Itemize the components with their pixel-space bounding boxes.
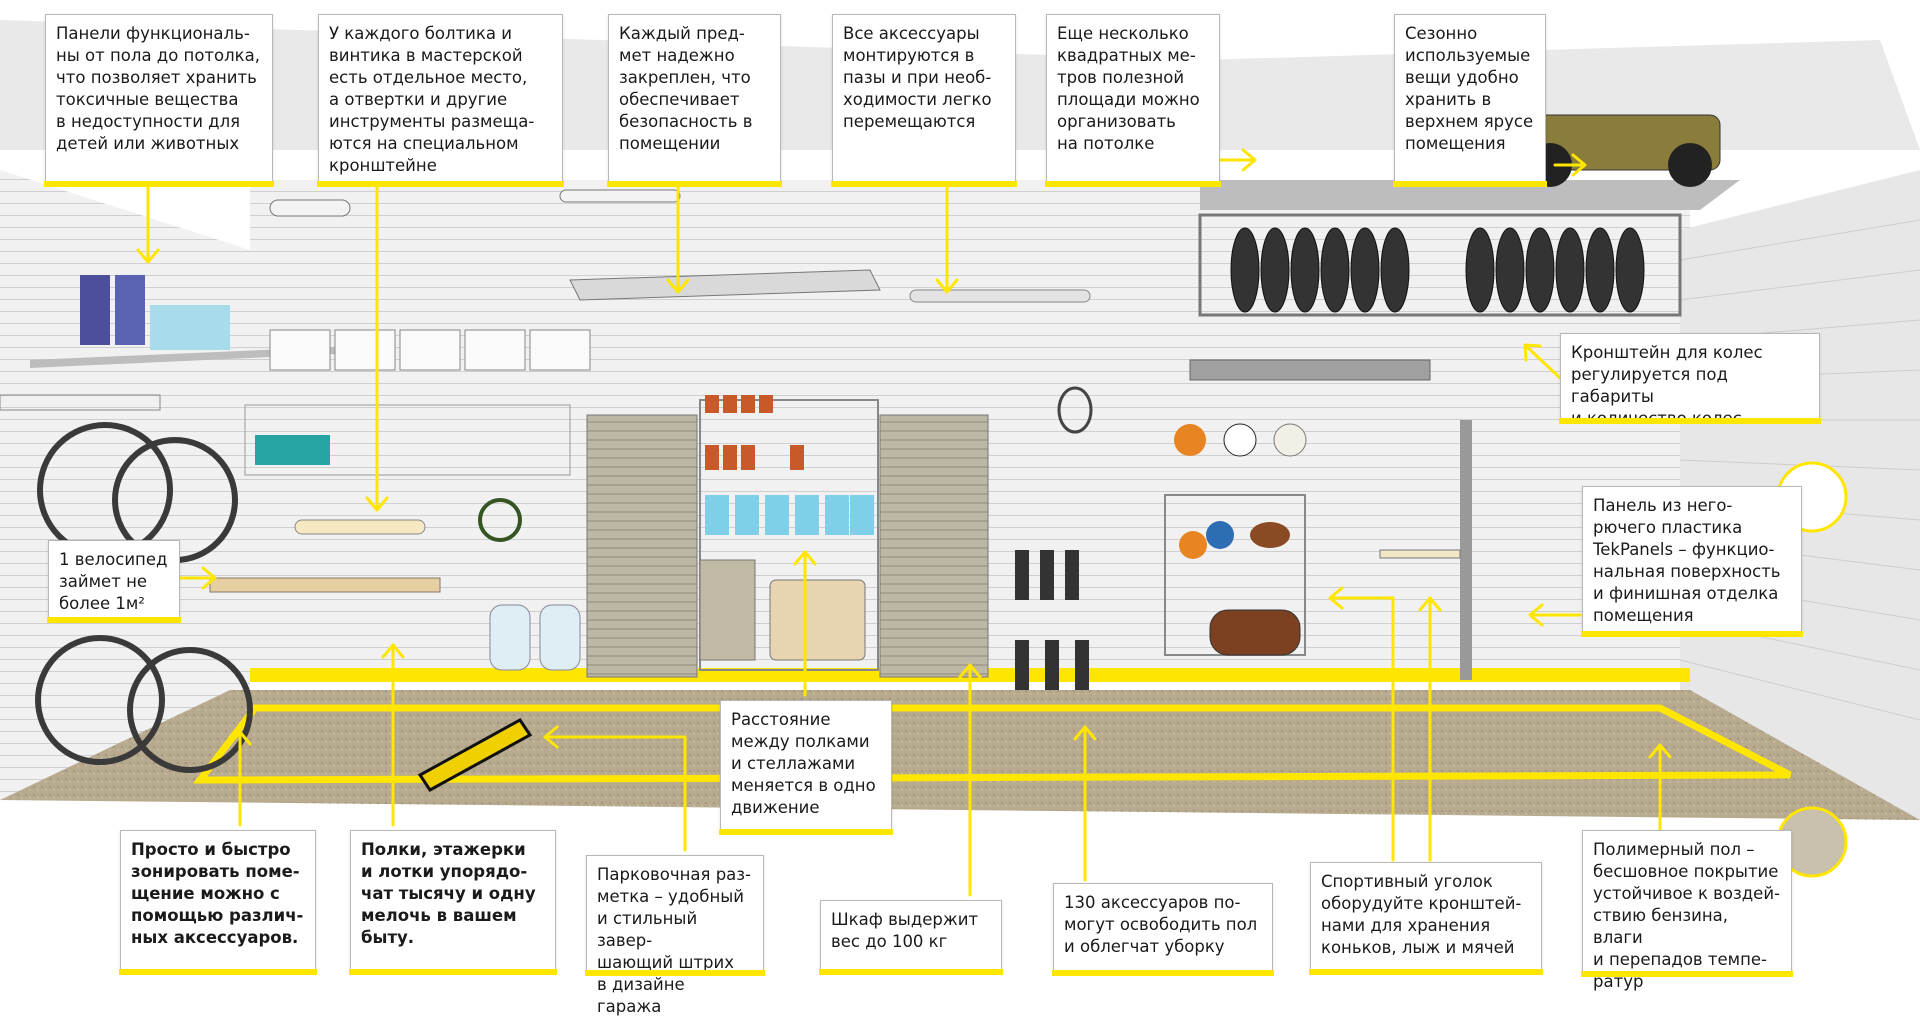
toy-jeep [1519,114,1721,187]
callout-distance-text: Расстояние между полками и стеллажами ме… [731,710,876,817]
callout-wheels-text: Кронштейн для колес регулируется под габ… [1571,343,1763,428]
arrow-shelves [381,643,405,827]
arrow-bolts [365,183,389,512]
arrow-sport-1 [1328,586,1395,862]
callout-zoning-text: Просто и быстро зонировать поме- щение м… [131,840,304,947]
arrow-wheels [1523,343,1562,380]
workbench-top [209,577,441,593]
callout-panels: Панели функциональ- ны от пола до потолк… [44,14,274,187]
callout-sport: Спортивный уголок оборудуйте кронштей- н… [1309,862,1543,975]
ski-boot-shelf [1379,549,1461,559]
callout-parking-text: Парковочная раз- метка – удобный и стиль… [597,865,752,1016]
callout-shelves: Полки, этажерки и лотки упорядо- чат тыс… [349,830,557,975]
skis [1460,420,1472,680]
callout-bolts: У каждого болтика и винтика в мастерской… [317,14,564,187]
wire-shelf-left [0,394,161,411]
callout-tekpanels: Панель из него- рючего пластика TekPanel… [1581,486,1803,637]
arrow-seasonal [1553,153,1587,177]
ceiling-shelf-mid [909,289,1091,303]
leader-lines [136,148,1672,897]
callout-shelves-text: Полки, этажерки и лотки упорядо- чат тыс… [361,840,536,947]
ceiling-rack [1200,180,1740,210]
water-jugs [489,604,581,671]
arrow-parking [543,725,687,852]
hose [478,498,522,542]
arrow-accessories [1073,725,1097,882]
callout-zoning: Просто и быстро зонировать поме- щение м… [119,830,317,975]
arrow-floor [1648,743,1672,832]
shelving-unit [699,399,879,671]
skates [1015,550,1089,690]
ceiling-light-2 [559,189,681,203]
callout-seasonal: Сезонно используемые вещи удобно хранить… [1393,14,1547,187]
callout-cabinet-text: Шкаф выдержит вес до 100 кг [831,910,979,951]
callout-wheels: Кронштейн для колес регулируется под габ… [1559,333,1821,428]
callout-bicycle: 1 велосипед займет не более 1м² [47,540,181,623]
callout-ceiling: Еще несколько квадратных ме- тров полезн… [1045,14,1221,187]
wire-rack-workbench [244,404,571,476]
ceiling-light-1 [269,199,351,217]
arrow-sport-2 [1418,596,1442,862]
blue-bottles [705,495,874,535]
tire-rack [1198,213,1682,317]
wall-hook-bar [1189,359,1431,381]
callout-bicycle-text: 1 велосипед займет не более 1м² [59,550,168,613]
toolbox [255,435,330,465]
drawer-unit [699,559,756,661]
callout-ceiling-text: Еще несколько квадратных ме- тров полезн… [1057,24,1200,153]
balls [1174,423,1307,559]
cabinet-right [879,414,989,678]
callout-cabinet: Шкаф выдержит вес до 100 кг [819,900,1003,975]
callout-accessories: 130 аксессуаров по- могут освободить пол… [1052,883,1274,976]
callout-floor: Полимерный пол – бесшовное покрытие усто… [1581,830,1793,991]
callout-seasonal-text: Сезонно используемые вещи удобно хранить… [1405,24,1534,153]
callout-accessories-text: 130 аксессуаров по- могут освободить пол… [1064,893,1258,956]
arrow-ceiling [1218,148,1257,172]
callout-bolts-text: У каждого болтика и винтика в мастерской… [329,24,535,175]
callout-mounted: Все аксессуары монтируются в пазы и при … [831,14,1017,187]
parking-marking [192,704,1792,784]
tennis-racket [1057,386,1093,434]
callout-floor-text: Полимерный пол – бесшовное покрытие усто… [1593,840,1780,991]
arrow-bicycle [178,566,217,590]
callout-sport-text: Спортивный уголок оборудуйте кронштей- н… [1321,872,1522,957]
callout-tekpanels-text: Панель из него- рючего пластика TekPanel… [1593,496,1781,625]
callout-panels-text: Панели функциональ- ны от пола до потолк… [56,24,261,153]
sport-bag [1209,609,1301,656]
tires [1230,227,1645,313]
callout-parking: Парковочная раз- метка – удобный и стиль… [585,855,765,1016]
storage-bin [769,579,866,661]
storage-boxes [269,329,591,371]
wheel-stopper [417,718,533,792]
ceiling-shelf-left [569,269,881,301]
arrow-mounted [935,183,959,294]
callout-distance: Расстояние между полками и стеллажами ме… [719,700,893,835]
arrow-tekpanels [1528,603,1582,627]
callout-secure: Каждый пред- мет надежно закреплен, что … [607,14,782,187]
detergent-bottles [80,275,230,350]
arrow-panels [136,183,160,264]
cabinet-left [586,414,698,678]
arrow-zoning [228,730,252,827]
callout-secure-text: Каждый пред- мет надежно закреплен, что … [619,24,753,153]
callout-mounted-text: Все аксессуары монтируются в пазы и при … [843,24,992,131]
tool-holder [294,519,426,535]
arrow-distance [793,550,817,697]
arrow-secure [666,183,690,294]
jars [705,395,804,470]
garage-floor [0,690,1920,820]
arrow-cabinet [958,663,982,897]
